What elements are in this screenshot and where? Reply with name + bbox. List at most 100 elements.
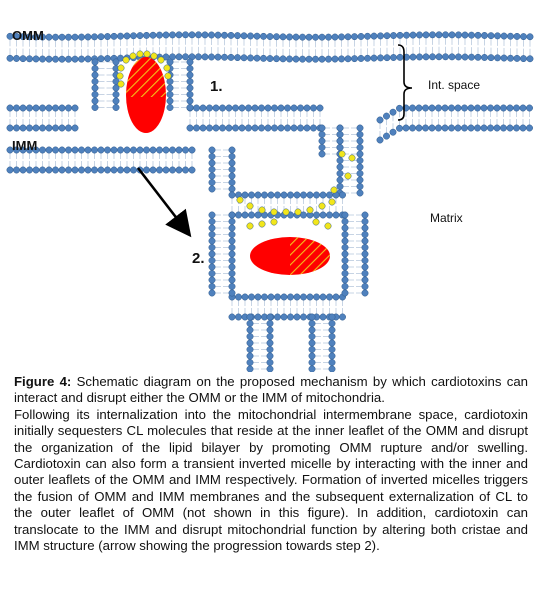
lipid-head [300,191,307,199]
lipid-head [130,32,137,40]
lipid-head [123,166,131,174]
lipid-head [228,257,236,264]
cardiolipin-head [116,72,124,80]
lipid-head [331,33,339,41]
lipid-head [286,33,293,41]
lipid-head [240,54,248,62]
lipid-head [461,104,468,112]
lipid-head [341,270,349,277]
lipid-head [370,32,378,40]
lipid-head [341,276,349,284]
lipid-head [290,104,298,112]
lipid-head [461,31,469,39]
lipid-head [341,218,349,225]
lipid-head [339,191,346,199]
lipid-head [188,146,196,154]
lipid-head [409,31,417,39]
lipid-head [422,31,430,39]
lipid-head [487,32,495,40]
lipid-head [328,346,336,353]
lipid-head [143,31,150,39]
cardiolipin-head [258,220,266,228]
lipid-head [91,146,98,154]
lipid-head [253,54,261,62]
lipid-head [308,365,316,372]
lipid-head [341,250,349,258]
lipid-head [199,124,207,132]
lipid-head [130,166,137,174]
lipid-head [246,326,254,334]
lipid-head [112,91,120,98]
lipid-head [277,104,285,112]
lipid-head [422,124,429,132]
lipid-head [254,293,262,301]
lipid-head [6,54,14,62]
lipid-head [390,32,397,39]
cardiotoxin-step2 [250,237,330,275]
cardiolipin-head [318,202,326,210]
lipid-head [468,31,475,39]
lipid-head [299,33,306,41]
lipid-head [361,263,369,271]
lipid-head [313,191,320,199]
cardiolipin-head [157,56,165,64]
lipid-head [402,124,410,132]
lipid-head [235,313,242,321]
lipid-head [19,124,27,132]
lipid-head [166,58,174,66]
lipid-head [361,276,369,284]
lipid-head [84,33,92,41]
lipid-head [227,53,235,61]
lipid-head [356,124,364,132]
lipid-head [526,55,534,63]
lipid-head [245,104,252,112]
cardiotoxin-micelles [126,57,330,275]
lipid-head [104,55,111,62]
lipid-head [279,33,287,41]
lipid-head [274,313,281,321]
lipid-head [26,124,33,132]
lipid-head [246,352,254,360]
lipid-head [383,32,391,40]
lipid-head [332,293,340,301]
lipid-head [182,146,189,154]
lipid-head [273,33,280,41]
lipid-head [199,104,207,112]
lipid-head [208,244,216,251]
lipid-head [467,124,475,132]
lipid-head [208,218,216,225]
lipid-head [104,146,111,154]
cardiolipin-head [122,56,130,64]
lipid-head [186,91,194,98]
cardiolipin-head [338,150,346,158]
lipid-head [117,166,124,174]
lipid-head [331,55,339,63]
lipid-head [409,53,417,61]
lipid-head [260,32,267,40]
lipid-head [303,104,311,112]
lipid-head [422,104,429,112]
lipid-head [251,124,259,132]
lipid-head [32,104,40,112]
lipid-head [316,104,324,112]
lipid-head [71,124,79,132]
lipid-head [361,244,369,251]
lipid-head [228,191,236,199]
lipid-head [186,58,194,66]
lipid-head [328,339,336,347]
lipid-head [186,124,194,132]
lipid-head [487,54,495,62]
lipid-head [26,166,33,174]
lipid-head [336,170,344,177]
lipid-head [91,58,99,66]
lipid-head [383,54,391,62]
int-space-label: Int. space [428,78,481,92]
lipid-head [212,104,220,112]
lipid-head [403,31,410,39]
lipid-head [206,104,213,112]
matrix-label: Matrix [430,211,463,225]
lipid-head [328,326,336,334]
lipid-head [435,124,442,132]
lipid-head [356,183,364,190]
lipid-head [376,116,384,124]
